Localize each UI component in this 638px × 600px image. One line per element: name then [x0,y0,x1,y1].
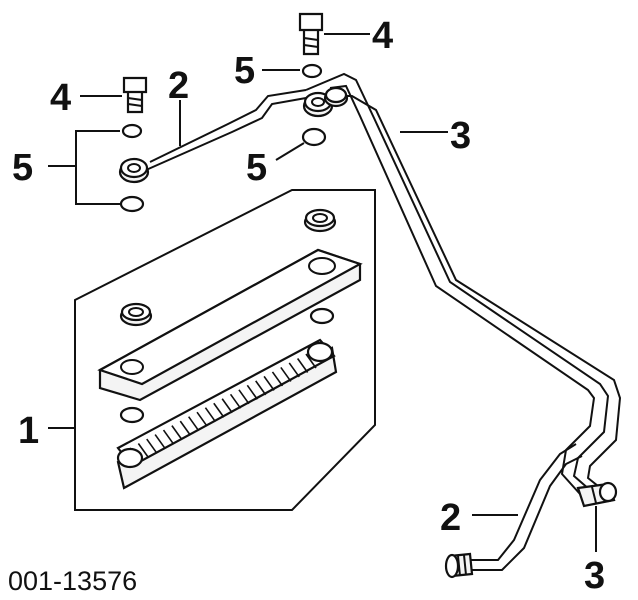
hose-upper: 2 [118,65,334,184]
hose-upper-fitting-left [118,157,150,184]
leader-washer-left [48,130,120,205]
cooler-fin [188,416,200,432]
tube-main: 3 [305,72,622,495]
bolt-left-assembly: 4 5 [12,76,148,213]
callout-tube-lower: 3 [584,555,605,597]
cooler-fin [162,429,175,445]
hose-lower-fitting [444,552,474,579]
washer-left-upper [121,123,143,139]
cooler-core [116,338,338,490]
leader-washer-mid [275,142,305,161]
hose-lower: 2 [440,443,583,579]
cooler-assembly: 1 [18,189,376,511]
tube-main-fitting-top [323,86,349,108]
callout-washer-left: 5 [12,147,33,189]
bolt-left [122,76,148,114]
cooler-top-nut [303,208,337,233]
callout-washer-mid: 5 [246,147,267,189]
callout-washer-top: 5 [234,50,255,92]
cooler-fin [154,434,166,450]
callout-hose-lower: 2 [440,497,461,539]
bolt-top-assembly: 4 5 5 [234,12,393,189]
cooler-fins [129,353,317,463]
cooler-fin [296,358,309,373]
bolt-top [298,12,324,56]
tube-lower-fitting: 3 [576,481,618,597]
cooler-fin [238,389,250,405]
callout-tube-upper: 3 [450,115,471,157]
cooler-fin [280,366,292,382]
cooler-fin [179,420,191,436]
cooler-fin [204,407,217,423]
cooler-adapter-plate [97,248,363,402]
washer-top [301,63,323,79]
cooler-assembly-panel [74,189,376,511]
reference-code: 001-13576 [8,566,137,596]
washer-left-lower [119,195,145,213]
cooler-fin [271,371,284,387]
cooler-fin [196,411,208,427]
callout-bolt-top: 4 [372,15,393,57]
cooler-seal-right [309,307,335,325]
cooler-fin [305,353,317,369]
callout-hose-upper: 2 [168,65,189,107]
cooler-fin [171,425,183,441]
cooler-fin [137,443,150,458]
cooler-fin [255,380,267,396]
washer-mid [301,127,327,147]
cooler-fin [229,393,242,409]
cooler-fin [288,362,300,378]
cooler-fin [221,398,233,414]
cooler-fin [146,438,158,454]
cooler-seal-left [119,406,145,424]
cooler-fin [246,384,258,400]
cooler-left-nut [119,302,153,327]
callout-bolt-left: 4 [50,77,71,119]
callout-cooler: 1 [18,410,39,452]
cooler-fin [213,402,225,418]
cooler-fin [263,375,275,391]
